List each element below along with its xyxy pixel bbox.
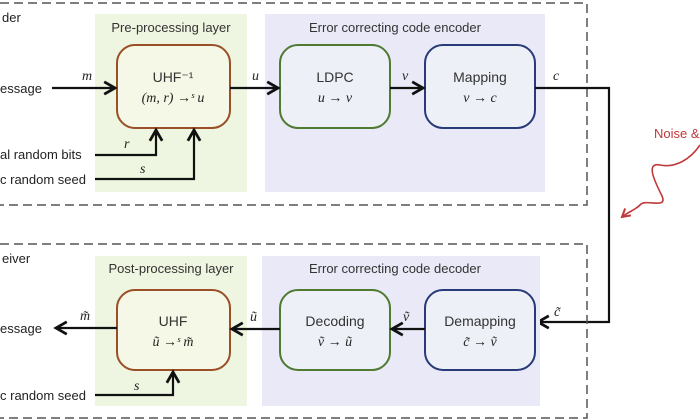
random-bits-arrow	[95, 127, 164, 157]
signal-r: r	[124, 137, 130, 152]
message-input-label: essage	[0, 81, 42, 96]
mapping-name: Mapping	[453, 69, 507, 85]
signal-u-tilde: ũ	[250, 310, 257, 325]
ldpc-name: LDPC	[316, 69, 353, 85]
decoding-formula: ṽ → ũ	[318, 335, 352, 350]
demapping-name: Demapping	[444, 313, 516, 329]
transmitter-label: der	[2, 10, 21, 25]
noise-label: Noise &	[654, 126, 700, 141]
noise-indicator: Noise &	[620, 126, 700, 219]
receiver-dashed-border	[0, 243, 588, 419]
random-seed-label-tx: c random seed	[0, 172, 86, 187]
random-seed-label-rx: c random seed	[0, 388, 86, 403]
decoder-title: Error correcting code decoder	[309, 261, 482, 276]
demapping-formula: c̃ → ṽ	[463, 335, 497, 350]
uhf-inverse-formula: (m, r) →ˢ u	[142, 91, 205, 106]
postprocessing-title: Post-processing layer	[109, 261, 235, 276]
receiver-section: eiver Post-processing layer Error correc…	[0, 243, 588, 419]
transmitter-dashed-border	[0, 2, 588, 206]
channel-line	[535, 86, 611, 330]
signal-u: u	[252, 69, 259, 84]
signal-s-tx: s	[140, 162, 146, 177]
random-seed-arrow-rx	[95, 369, 181, 397]
uhf-inverse-name: UHF⁻¹	[153, 69, 194, 85]
ldpc-formula: u → v	[318, 91, 353, 106]
mapping-formula: v → c	[463, 91, 497, 106]
noise-zigzag-icon	[620, 144, 700, 219]
encoder-title: Error correcting code encoder	[309, 20, 482, 35]
transmitter-section: der Pre-processing layer Error correctin…	[0, 2, 588, 206]
signal-m-tilde: m̃	[80, 309, 90, 324]
random-seed-arrow-tx	[95, 127, 202, 181]
random-bits-label: al random bits	[0, 147, 82, 162]
output-message-label: essage	[0, 321, 42, 336]
signal-v: v	[402, 69, 409, 84]
decoding-block: Decoding ṽ → ũ	[279, 289, 391, 371]
uhf-formula: ũ →ˢ m̃	[152, 335, 193, 350]
signal-c-tilde: c̃	[554, 305, 561, 320]
uhf-inverse-block: UHF⁻¹ (m, r) →ˢ u	[116, 44, 231, 129]
demapping-block: Demapping c̃ → ṽ	[424, 289, 536, 371]
signal-s-rx: s	[134, 379, 140, 394]
receiver-label: eiver	[2, 251, 31, 266]
signal-v-tilde: ṽ	[403, 310, 410, 325]
uhf-name: UHF	[159, 313, 188, 329]
signal-m: m	[82, 69, 92, 84]
mapping-block: Mapping v → c	[424, 44, 536, 129]
signal-c: c	[553, 69, 560, 84]
decoding-name: Decoding	[305, 313, 364, 329]
preprocessing-title: Pre-processing layer	[111, 20, 231, 35]
uhf-block: UHF ũ →ˢ m̃	[116, 289, 231, 371]
ldpc-block: LDPC u → v	[279, 44, 391, 129]
